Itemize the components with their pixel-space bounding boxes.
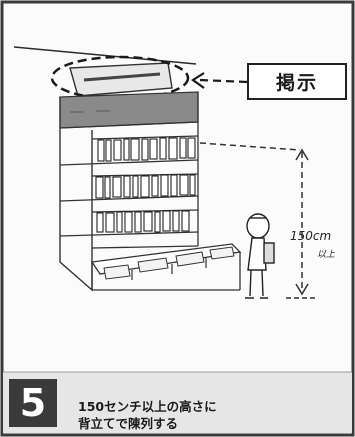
shelf-top-band-mark <box>70 110 110 113</box>
pointer-arrow-head <box>191 72 205 89</box>
caption-line-2: 背立てで陳列する <box>78 416 179 431</box>
sign-scribble <box>83 72 161 82</box>
caption-line-1: 150センチ以上の高さに <box>78 399 217 414</box>
flat-display-dividers <box>131 258 207 280</box>
height-arrow-head-top <box>295 148 309 161</box>
books-row-2 <box>95 174 196 199</box>
height-arrow-head-bottom <box>295 283 309 296</box>
flat-display-base <box>91 252 241 291</box>
step-number-badge: 5 <box>9 379 57 427</box>
sign-board <box>69 62 173 97</box>
height-reference-line <box>199 142 301 151</box>
books-row-3 <box>96 210 190 233</box>
shelf-side <box>59 97 93 292</box>
books-row-1 <box>97 137 196 162</box>
child-figure <box>245 213 275 299</box>
height-note-suffix: 以上 <box>317 250 336 260</box>
shelf-boards <box>59 92 199 249</box>
pointer-arrow-line <box>199 78 248 84</box>
height-note-value: 150cm <box>290 229 332 243</box>
sign-label: 掲示 <box>247 63 347 100</box>
flat-books <box>103 246 235 280</box>
caption-background <box>3 372 352 433</box>
ceiling-line <box>13 46 197 65</box>
